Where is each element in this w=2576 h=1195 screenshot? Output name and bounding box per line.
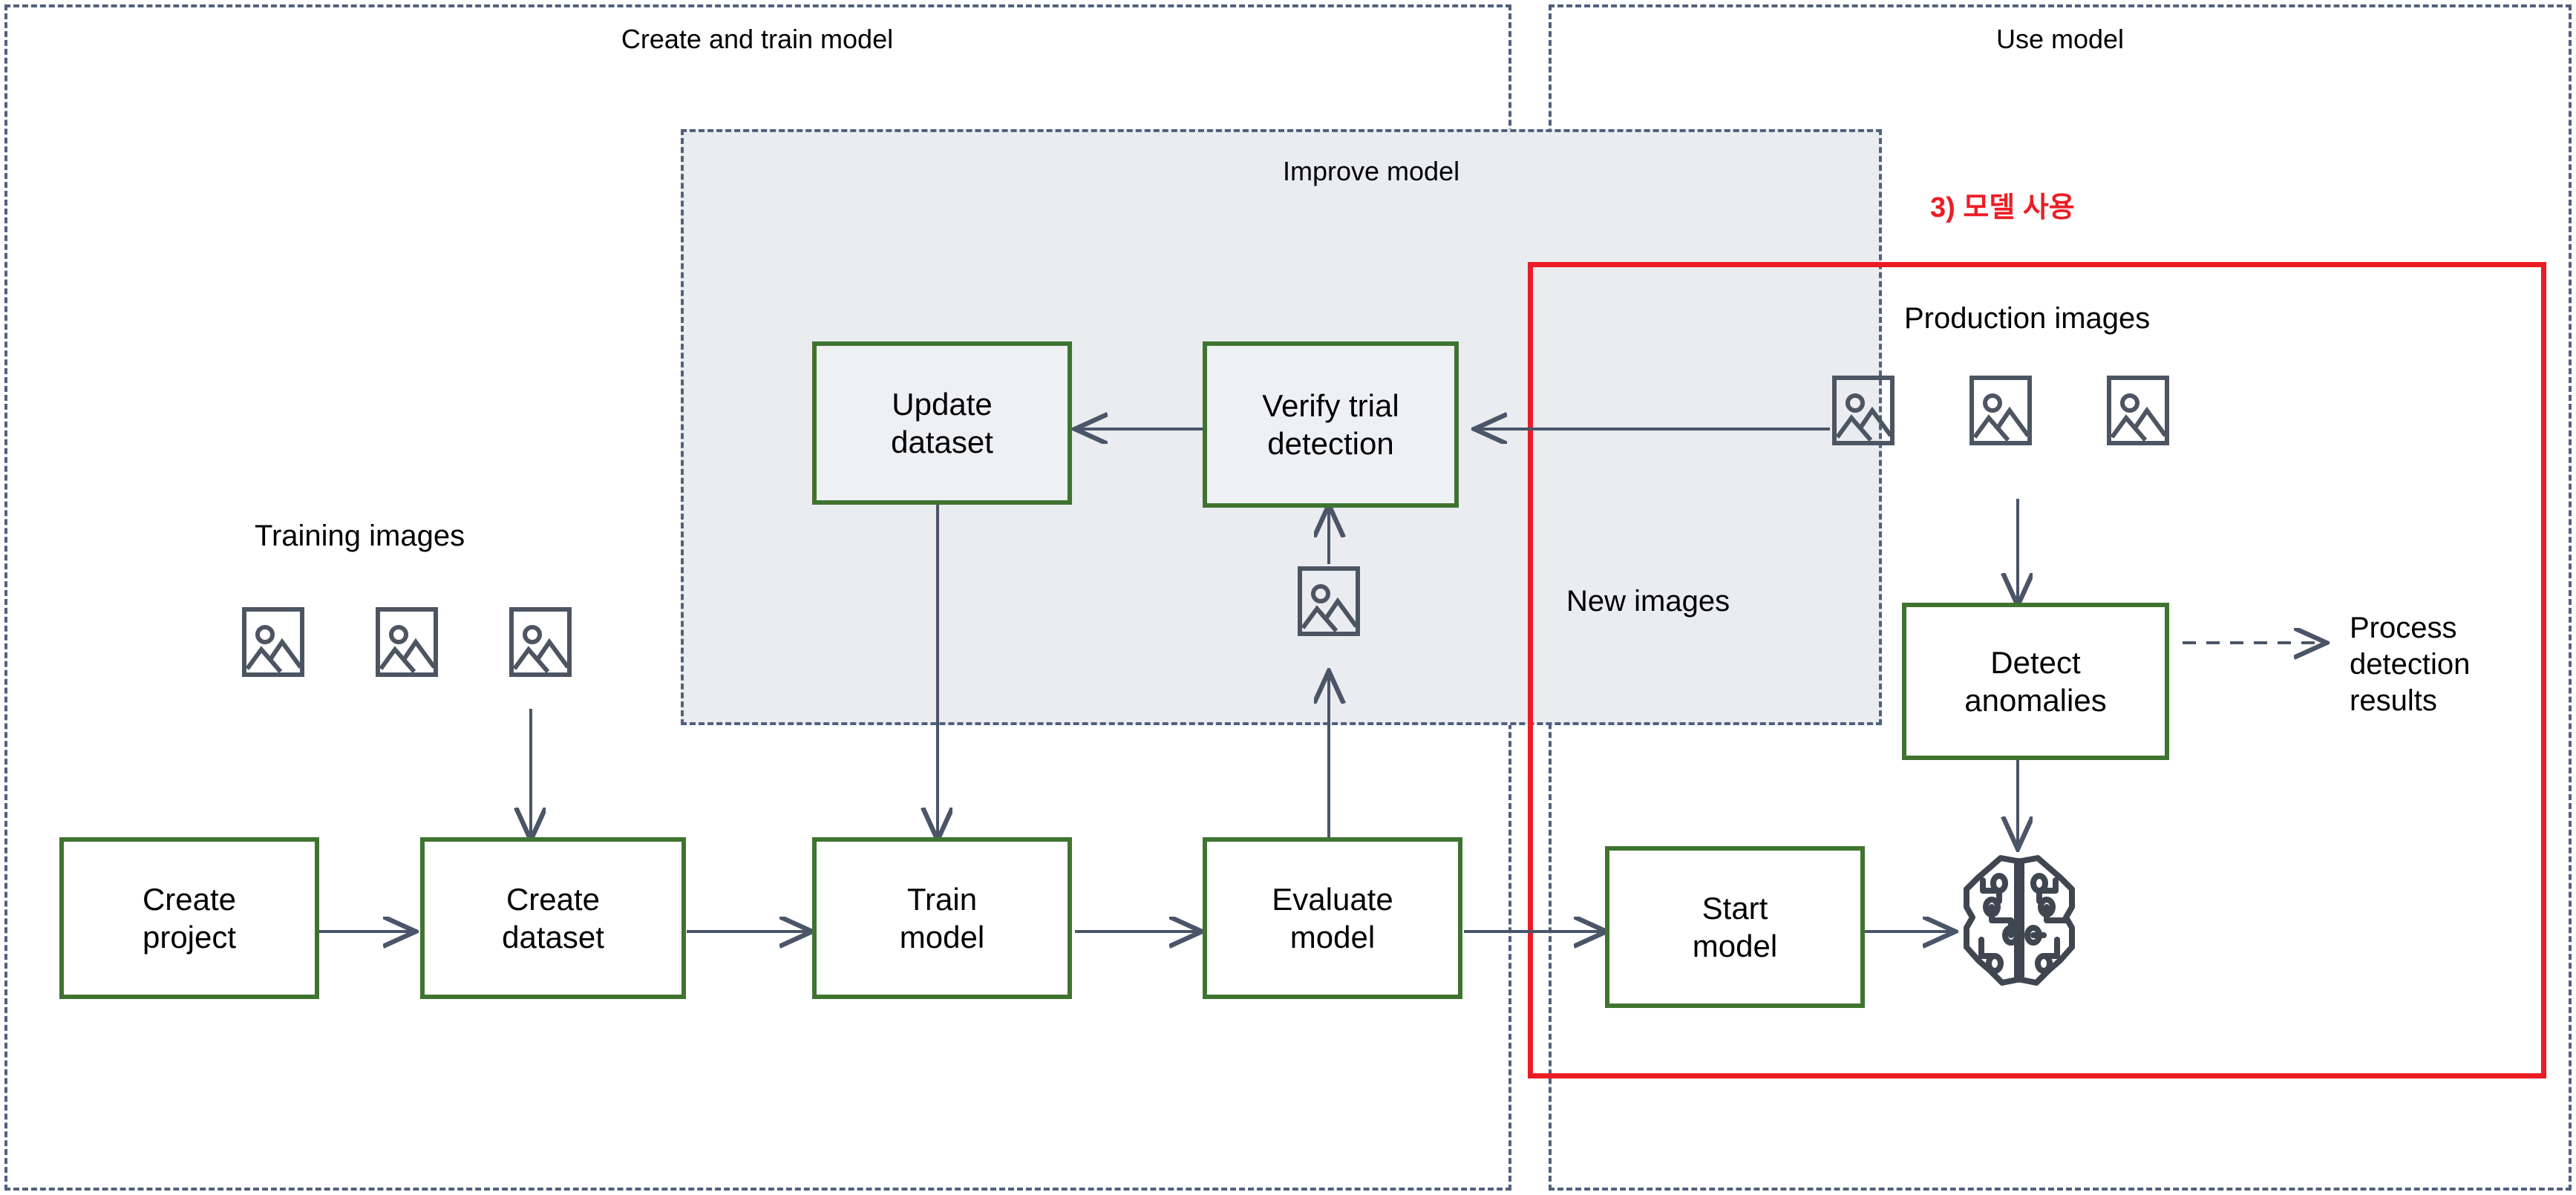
training-image-2-icon (375, 606, 439, 678)
process-results-line2: detection (2350, 647, 2471, 681)
production-image-2-icon (1969, 375, 2033, 446)
box-create-project[interactable]: Create project (59, 837, 319, 999)
process-results-line3: results (2350, 684, 2437, 717)
box-detect-anomalies-line2: anomalies (1964, 683, 2107, 718)
production-image-3-icon (2106, 375, 2170, 446)
box-train-model[interactable]: Train model (812, 837, 1072, 999)
box-verify-trial-detection[interactable]: Verify trial detection (1203, 341, 1459, 508)
box-create-dataset-line2: dataset (502, 920, 604, 955)
box-start-model-line2: model (1692, 929, 1778, 963)
box-train-model-line1: Train (906, 881, 978, 917)
box-verify-trial-detection-line1: Verify trial (1262, 387, 1399, 423)
box-evaluate-model-line2: model (1289, 920, 1376, 955)
new-images-label: New images (1566, 585, 1730, 618)
improve-model-title: Improve model (1283, 156, 1460, 186)
box-start-model-line1: Start (1701, 890, 1768, 926)
box-evaluate-model-line1: Evaluate (1272, 881, 1393, 917)
training-images-label: Training images (255, 520, 465, 552)
box-update-dataset-line1: Update (892, 386, 993, 422)
box-update-dataset[interactable]: Update dataset (812, 341, 1072, 505)
highlight-box-use-model (1528, 262, 2546, 1078)
box-start-model[interactable]: Start model (1605, 846, 1865, 1008)
box-create-dataset[interactable]: Create dataset (420, 837, 686, 999)
process-detection-results-label: Process detection results (2350, 610, 2557, 718)
box-detect-anomalies-line1: Detect (1990, 644, 2081, 680)
box-create-project-line1: Create (142, 881, 237, 917)
section-title-use-model: Use model (1995, 24, 2125, 54)
box-train-model-line2: model (899, 920, 985, 955)
highlight-label-korean: 3) 모델 사용 (1930, 192, 2075, 223)
box-create-dataset-line1: Create (506, 881, 601, 917)
trial-image-icon (1297, 566, 1361, 637)
production-image-1-icon (1831, 375, 1895, 446)
training-image-3-icon (509, 606, 572, 678)
brain-circuit-icon (1956, 852, 2082, 989)
production-images-label: Production images (1904, 302, 2151, 335)
box-create-project-line2: project (142, 920, 237, 955)
box-update-dataset-line2: dataset (891, 425, 993, 459)
training-image-1-icon (241, 606, 305, 678)
box-verify-trial-detection-line2: detection (1267, 426, 1394, 461)
section-title-create-and-train: Create and train model (621, 24, 894, 54)
box-detect-anomalies[interactable]: Detect anomalies (1902, 603, 2169, 760)
process-results-line1: Process (2350, 612, 2457, 644)
box-evaluate-model[interactable]: Evaluate model (1203, 837, 1462, 999)
